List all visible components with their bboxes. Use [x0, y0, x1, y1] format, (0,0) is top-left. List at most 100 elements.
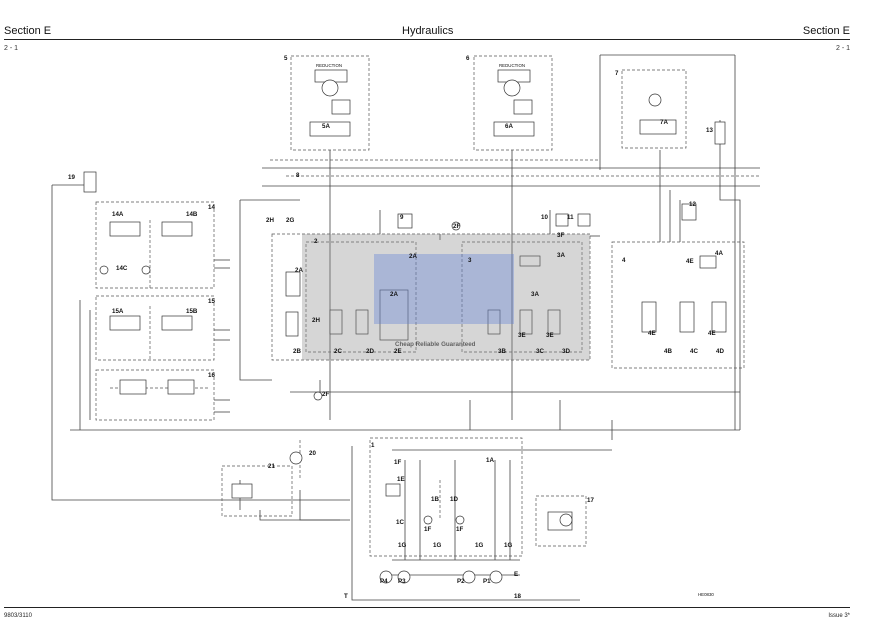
valve-symbol — [493, 121, 535, 137]
port-symbol — [648, 93, 662, 107]
component-boundary — [621, 69, 687, 149]
component-label: 2F — [322, 391, 329, 398]
component-label: 14C — [116, 265, 128, 272]
component-label: 1A — [486, 457, 494, 464]
component-label: 3D — [562, 348, 570, 355]
component-label: 2H — [312, 317, 320, 324]
component-label: 2F — [453, 223, 460, 230]
valve-symbol — [699, 255, 717, 269]
component-label: 2H — [266, 217, 274, 224]
hydraulic-line — [351, 446, 580, 601]
component-boundary — [95, 369, 215, 421]
component-label: 3F — [557, 232, 564, 239]
component-label: 5A — [322, 123, 330, 130]
header-right-title: Section E — [802, 25, 850, 37]
port-symbol — [321, 79, 339, 97]
component-label: 2A — [409, 253, 417, 260]
valve-symbol — [379, 289, 409, 341]
component-label: 14A — [112, 211, 124, 218]
valve-symbol — [711, 301, 727, 333]
component-label: 3A — [557, 252, 565, 259]
port-symbol — [559, 513, 573, 527]
header-left-title: Section E — [4, 25, 52, 37]
component-label: 8 — [296, 172, 300, 179]
valve-symbol — [397, 213, 413, 229]
hydraulic-line — [51, 185, 350, 501]
component-label: 1F — [456, 526, 463, 533]
valve-symbol — [385, 483, 401, 497]
component-label: 1D — [450, 496, 458, 503]
component-label: 20 — [309, 450, 316, 457]
component-label: 3E — [546, 332, 554, 339]
component-label: 1G — [504, 542, 512, 549]
component-label: 12 — [689, 201, 696, 208]
component-label: 17 — [587, 497, 594, 504]
component-label: 2A — [390, 291, 398, 298]
component-label: 9 — [400, 214, 404, 221]
component-label: 7 — [615, 70, 619, 77]
component-label: 15 — [208, 298, 215, 305]
valve-symbol — [231, 483, 253, 499]
component-label: 2 — [314, 238, 318, 245]
valve-symbol — [285, 311, 299, 337]
component-label: 11 — [567, 214, 574, 221]
component-label: 1C — [396, 519, 404, 526]
port-symbol — [397, 570, 411, 584]
valve-symbol — [329, 309, 343, 335]
component-boundary — [535, 495, 587, 547]
component-label: 1E — [397, 476, 405, 483]
component-label: 1 — [371, 442, 375, 449]
header-rule — [4, 39, 850, 40]
component-label: 4A — [715, 250, 723, 257]
hydraulic-line — [259, 510, 340, 521]
component-boundary — [95, 201, 215, 289]
component-label: 2A — [295, 267, 303, 274]
component-label: 4B — [664, 348, 672, 355]
valve-symbol — [109, 315, 141, 331]
valve-symbol — [519, 309, 533, 335]
component-label: 2E — [394, 348, 402, 355]
header-center-title: Hydraulics — [402, 25, 454, 37]
hydraulic-line — [299, 490, 350, 521]
component-label: T — [344, 593, 348, 600]
valve-symbol — [641, 301, 657, 333]
port-symbol — [462, 570, 476, 584]
component-label: P4 — [380, 578, 388, 585]
component-label: 10 — [541, 214, 548, 221]
component-label: 18 — [514, 593, 521, 600]
valve-symbol — [109, 221, 141, 237]
component-label: 1G — [398, 542, 406, 549]
valve-symbol — [519, 255, 541, 267]
component-label: 4 — [622, 257, 626, 264]
port-symbol — [379, 570, 393, 584]
component-label: 1G — [475, 542, 483, 549]
footer-rule — [4, 607, 850, 608]
valve-symbol — [167, 379, 195, 395]
valve-symbol — [513, 99, 533, 115]
component-boundary — [221, 465, 293, 517]
port-symbol — [455, 515, 465, 525]
component-label: 2B — [293, 348, 301, 355]
component-boundary — [473, 55, 553, 151]
component-label: 21 — [268, 463, 275, 470]
component-label: 2C — [334, 348, 342, 355]
reduction-label: REDUCTION — [316, 63, 342, 68]
valve-symbol — [119, 379, 147, 395]
component-boundary — [611, 241, 745, 369]
component-label: 19 — [68, 174, 75, 181]
valve-symbol — [161, 315, 193, 331]
component-label: 16 — [208, 372, 215, 379]
component-label: 14B — [186, 211, 198, 218]
component-label: 2G — [286, 217, 294, 224]
drawing-ref: HE0830 — [698, 592, 714, 597]
valve-symbol — [577, 213, 591, 227]
valve-symbol — [679, 301, 695, 333]
valve-symbol — [83, 171, 97, 193]
component-label: 3 — [468, 257, 472, 264]
valve-symbol — [639, 119, 677, 135]
valve-symbol — [309, 121, 351, 137]
valve-symbol — [161, 221, 193, 237]
component-label: 1F — [424, 526, 431, 533]
port-symbol — [489, 570, 503, 584]
